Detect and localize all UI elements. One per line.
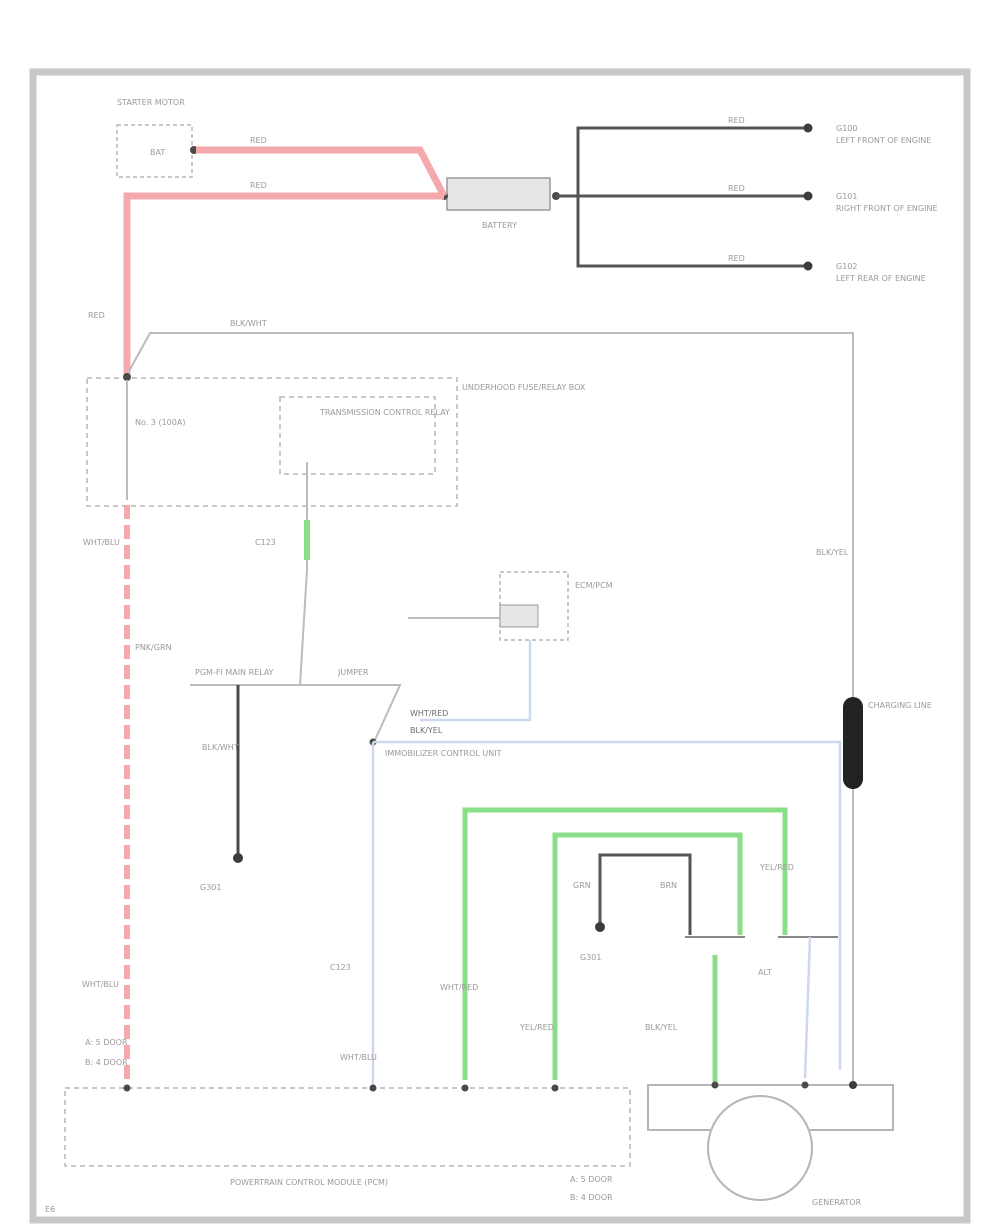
- red-wire-label-2: RED: [250, 181, 267, 190]
- underhood-fuse-box: [86, 377, 458, 507]
- relay-label: TRANSMISSION CONTROL RELAY: [319, 408, 450, 417]
- blk-label: BLK/WHT: [202, 743, 239, 752]
- starter-motor-label: STARTER MOTOR: [117, 98, 185, 107]
- pcm-label: POWERTRAIN CONTROL MODULE (PCM): [230, 1178, 388, 1187]
- underhood-box-label: UNDERHOOD FUSE/RELAY BOX: [462, 383, 586, 392]
- g101-label: G101: [836, 192, 857, 201]
- ecm-connector: [499, 604, 539, 628]
- g301-dot: [233, 853, 243, 863]
- immobilizer-label: IMMOBILIZER CONTROL UNIT: [385, 749, 502, 758]
- ecm-data-wire: [420, 640, 532, 722]
- wht-red-lower-label: WHT/RED: [440, 983, 478, 992]
- charging-label: CHARGING LINE: [868, 701, 932, 710]
- green-wire-outer: [462, 807, 788, 1080]
- yel-red-label: YEL/RED: [759, 863, 794, 872]
- grn-label: GRN: [573, 881, 591, 890]
- g100-location: LEFT FRONT OF ENGINE: [836, 136, 931, 145]
- red-wire-label-1: RED: [250, 136, 267, 145]
- pcm-pin-1: [123, 1084, 131, 1092]
- ground-wire-label-2: RED: [728, 184, 745, 193]
- wht-red-label: WHT/RED: [410, 709, 448, 718]
- pcm-note-b: B: 4 DOOR: [570, 1193, 613, 1202]
- pcm-pin-2: [369, 1084, 377, 1092]
- generator-pin-3: [849, 1081, 857, 1089]
- note-b: B: 4 DOOR: [85, 1058, 128, 1067]
- cluster-ground-dot: [595, 922, 605, 932]
- pcm-box: [64, 1087, 631, 1167]
- ground-wire-label-3: RED: [728, 254, 745, 263]
- g101-dot: [803, 191, 813, 201]
- alt-label: ALT: [758, 968, 772, 977]
- wht-blu-lower-label: WHT/BLU: [340, 1053, 377, 1062]
- blk-wht-wire: [126, 332, 854, 700]
- note-a: A: 5 DOOR: [85, 1038, 128, 1047]
- red-wire-label-3: RED: [88, 311, 105, 320]
- battery-block: [446, 177, 551, 211]
- data-wire-long: [373, 740, 842, 1070]
- ground-wire-g100: [556, 126, 808, 198]
- blk-yel-label: BLK/YEL: [410, 726, 443, 735]
- generator-label: GENERATOR: [812, 1198, 862, 1207]
- footnote: E6: [45, 1205, 55, 1214]
- ground-wire-label-1: RED: [728, 116, 745, 125]
- generator-pin-1: [711, 1081, 719, 1089]
- relay-box: [279, 396, 436, 475]
- g102-label: G102: [836, 262, 857, 271]
- ecm-label: ECM/PCM: [575, 581, 613, 590]
- charging-line-marker: [843, 697, 863, 789]
- blk-yel-lower-label: BLK/YEL: [645, 1023, 678, 1032]
- outer-frame: [29, 68, 971, 1224]
- jumper-wire: [300, 684, 402, 741]
- yel-red-lower-label: YEL/RED: [519, 1023, 554, 1032]
- c123-label: C123: [255, 538, 276, 547]
- blk-yel-label-2: BLK/YEL: [816, 548, 849, 557]
- wht-blu-label-1: WHT/BLU: [83, 538, 120, 547]
- ground-wire-g102: [576, 196, 808, 268]
- pcm-pin-4: [551, 1084, 559, 1092]
- green-wire-inner: [552, 832, 743, 1080]
- generator-pin-2: [801, 1081, 809, 1089]
- bat-terminal-label: BAT: [150, 148, 165, 157]
- ground-wire-cluster: [598, 853, 692, 935]
- pcm-note-a: A: 5 DOOR: [570, 1175, 613, 1184]
- g301-label: G301: [200, 883, 221, 892]
- generator-circle: [707, 1095, 813, 1201]
- red-wire-starter: [196, 146, 448, 198]
- g102-dot: [803, 261, 813, 271]
- cluster-ground-label: G301: [580, 953, 601, 962]
- battery-label: BATTERY: [482, 221, 517, 230]
- alt-data-wire: [803, 936, 812, 1079]
- brn-label: BRN: [660, 881, 677, 890]
- fuse-top-dot: [123, 373, 131, 381]
- pgm-fi-label: PGM-FI MAIN RELAY: [195, 668, 274, 677]
- pcm-pin-3: [461, 1084, 469, 1092]
- fuse-number-label: No. 3 (100A): [135, 418, 185, 427]
- jumper-label: JUMPER: [337, 668, 369, 677]
- g100-dot: [803, 123, 813, 133]
- c123-lower-label: C123: [330, 963, 351, 972]
- blk-wht-label: BLK/WHT: [230, 319, 267, 328]
- wht-blu-label-2: WHT/BLU: [82, 980, 119, 989]
- g100-label: G100: [836, 124, 857, 133]
- red-wire-main: [123, 192, 444, 375]
- g101-location: RIGHT FRONT OF ENGINE: [836, 204, 938, 213]
- g102-location: LEFT REAR OF ENGINE: [836, 274, 926, 283]
- pnk-grn-label: PNK/GRN: [135, 643, 172, 652]
